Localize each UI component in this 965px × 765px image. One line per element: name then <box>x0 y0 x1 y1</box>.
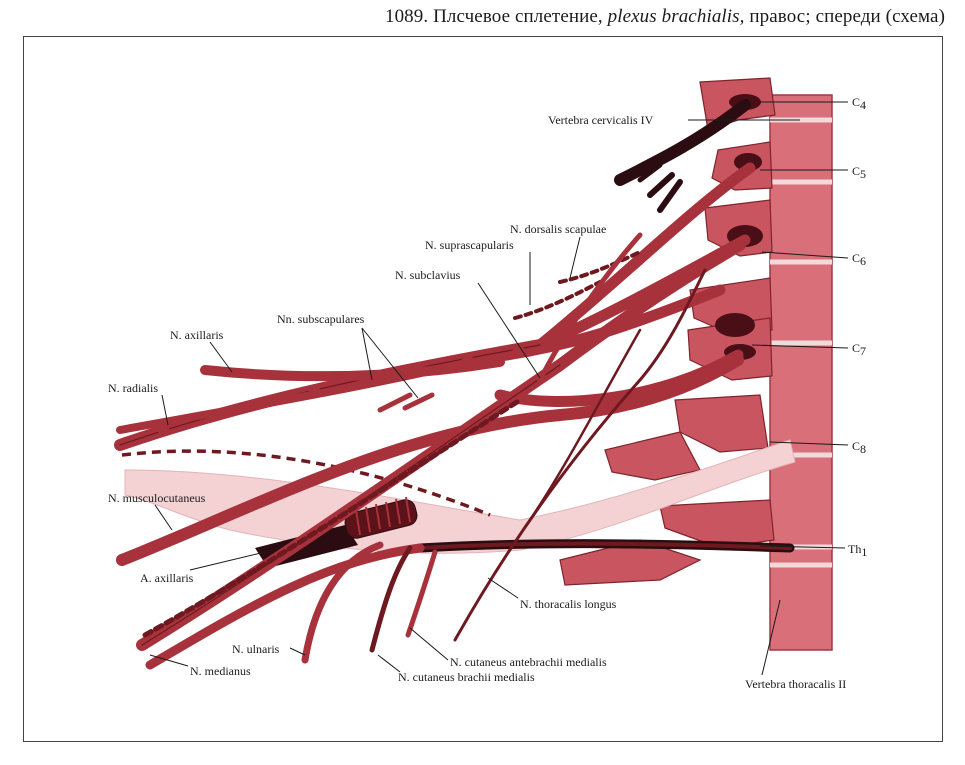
label-dorsalis-scapulae: N. dorsalis scapulae <box>510 222 606 236</box>
nerve-subclavius <box>537 232 643 383</box>
coil-stripes <box>355 496 411 536</box>
labels: C4 C5 C6 C7 C8 Th1 Vertebra cervicalis I… <box>108 95 867 691</box>
label-medianus: N. medianus <box>190 664 251 678</box>
label-c8: C8 <box>852 439 866 456</box>
label-vertebra-cervicalis: Vertebra cervicalis IV <box>548 113 654 127</box>
nerve-subscapularis-a <box>377 392 413 413</box>
caption-title-ru: Плсчевое сплетение, <box>433 6 603 27</box>
label-c7: C7 <box>852 341 866 358</box>
artery-dashed-outline <box>121 449 491 517</box>
nerve-branch-c4a <box>647 172 675 198</box>
label-axillaris: N. axillaris <box>170 328 224 342</box>
leader-lines <box>149 101 849 676</box>
label-vertebra-thoracalis: Vertebra thoracalis II <box>745 677 846 691</box>
caption-suffix: правос; спереди (схема) <box>749 6 945 27</box>
nerve-cutaneus-antebrachii <box>405 549 438 638</box>
nerve-musculocutaneus <box>116 354 744 566</box>
nerve-suprascapularis <box>513 280 602 320</box>
label-c6: C6 <box>852 251 866 268</box>
artery-subclavia <box>124 439 796 554</box>
nerve-thoracalis-longus <box>453 268 707 642</box>
nerve-radialis-line <box>119 344 541 446</box>
nerve-branch-c4c <box>637 162 663 183</box>
nerve-root-th1-inner <box>418 541 792 550</box>
nerves <box>114 99 795 670</box>
a-axillaris-coil <box>344 499 418 539</box>
nerve-radialis-upper <box>116 358 474 434</box>
label-ulnaris: N. ulnaris <box>232 642 280 656</box>
label-c4: C4 <box>852 95 866 112</box>
label-a-axillaris: A. axillaris <box>140 571 194 585</box>
nerve-ulnaris <box>301 541 384 664</box>
nerve-dorsalis-scapulae <box>558 250 642 284</box>
caption-number: 1089. <box>384 6 429 27</box>
label-musculocutaneus: N. musculocutaneus <box>108 491 206 505</box>
caption-title-latin: plexus brachialis, <box>607 6 745 27</box>
label-suprascapularis: N. suprascapularis <box>425 238 514 252</box>
vertebral-column <box>559 77 833 651</box>
label-cutaneus-antebrachii: N. cutaneus antebrachii medialis <box>450 655 607 669</box>
nerve-root-c5 <box>534 162 756 351</box>
label-thoracalis-longus: N. thoracalis longus <box>520 597 617 611</box>
nerve-medianus-dashed <box>142 397 523 638</box>
nerve-thoracalis-branch <box>528 328 642 522</box>
label-cutaneus-brachii: N. cutaneus brachii medialis <box>398 670 535 684</box>
nerve-subscapularis-b <box>402 392 435 411</box>
label-subscapulares: Nn. subscapulares <box>277 312 365 326</box>
label-th1: Th1 <box>848 542 867 559</box>
label-subclavius: N. subclavius <box>395 268 461 282</box>
nerve-branch-c4b <box>657 179 683 213</box>
nerve-root-c4 <box>614 99 751 186</box>
label-radialis: N. radialis <box>108 381 158 395</box>
label-c5: C5 <box>852 164 866 181</box>
nerve-cutaneus-brachii <box>369 545 413 653</box>
figure-frame <box>23 36 943 742</box>
nerve-ulnaris-lower <box>145 543 425 670</box>
figure-caption: 1089. Плсчевое сплетение, plexus brachia… <box>385 6 945 28</box>
